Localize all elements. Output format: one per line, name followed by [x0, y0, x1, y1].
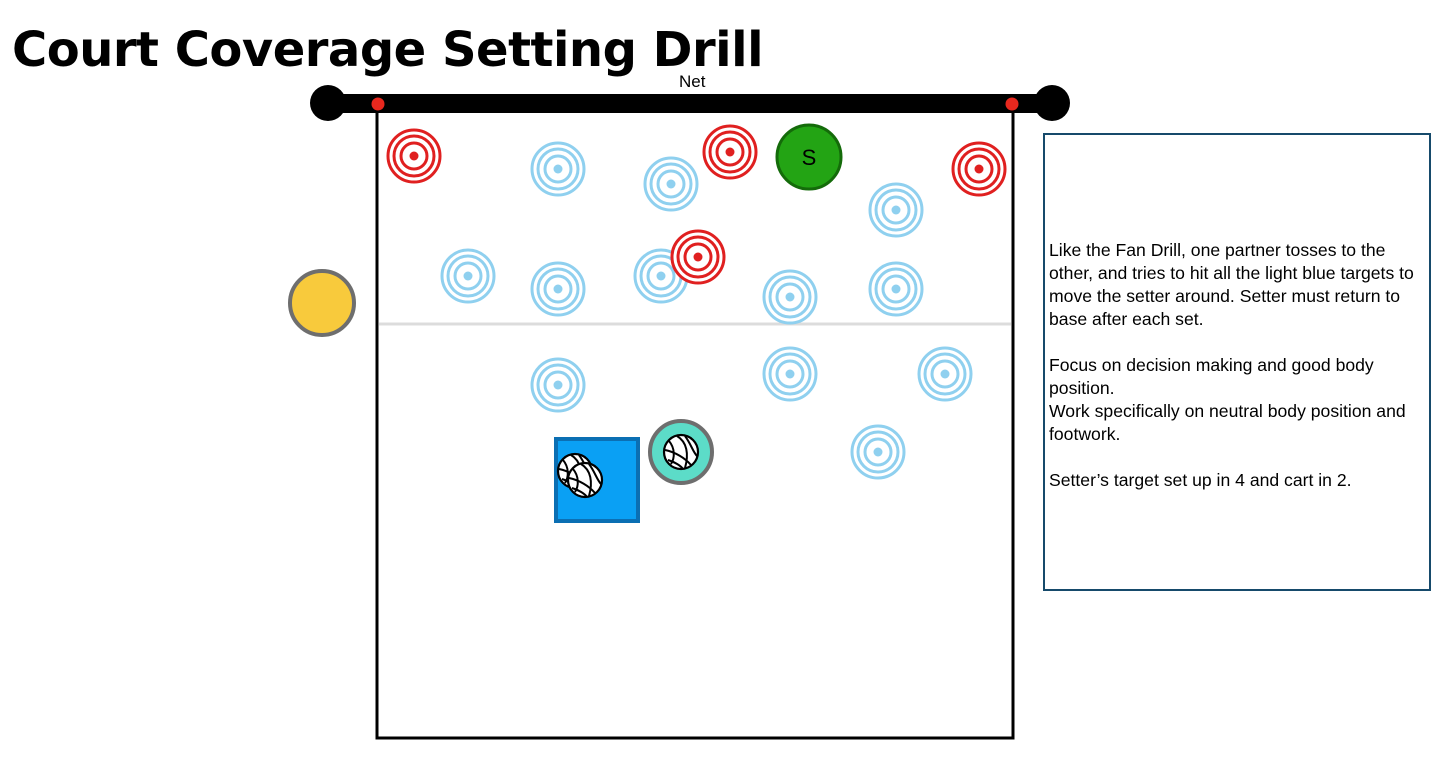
ball-holder-player-icon: [648, 419, 714, 485]
net: [328, 94, 1052, 113]
red-target-icon: [669, 228, 727, 286]
setter-label: S: [802, 145, 817, 170]
antenna-left: [371, 97, 385, 111]
light-blue-target-icon: [529, 140, 587, 198]
volleyball-icon: [566, 461, 604, 499]
red-target-icon: [385, 127, 443, 185]
net-label: Net: [679, 72, 706, 91]
net-post-right: [1034, 85, 1070, 121]
description-paragraph: Focus on decision making and good body p…: [1049, 355, 1374, 398]
tosser-player-icon: [288, 269, 356, 337]
drill-description-panel: Like the Fan Drill, one partner tosses t…: [1043, 133, 1431, 591]
description-paragraph: Like the Fan Drill, one partner tosses t…: [1049, 240, 1414, 329]
ball-cart-icon: [554, 437, 640, 523]
light-blue-target-icon: [867, 181, 925, 239]
description-paragraph: Setter’s target set up in 4 and cart in …: [1049, 470, 1352, 490]
light-blue-target-icon: [529, 356, 587, 414]
red-target-icon: [701, 123, 759, 181]
net-post-left: [310, 85, 346, 121]
light-blue-target-icon: [761, 268, 819, 326]
description-paragraph: Work specifically on neutral body positi…: [1049, 401, 1406, 444]
red-target-icon: [950, 140, 1008, 198]
light-blue-target-icon: [761, 345, 819, 403]
light-blue-target-icon: [849, 423, 907, 481]
volleyball-icon: [662, 433, 700, 471]
page-title: Court Coverage Setting Drill: [12, 22, 764, 78]
setter-player-icon: S: [775, 123, 843, 191]
light-blue-target-icon: [642, 155, 700, 213]
drill-description-text: Like the Fan Drill, one partner tosses t…: [1049, 239, 1423, 492]
light-blue-target-icon: [867, 260, 925, 318]
light-blue-target-icon: [529, 260, 587, 318]
light-blue-target-icon: [916, 345, 974, 403]
light-blue-target-icon: [439, 247, 497, 305]
antenna-right: [1005, 97, 1019, 111]
